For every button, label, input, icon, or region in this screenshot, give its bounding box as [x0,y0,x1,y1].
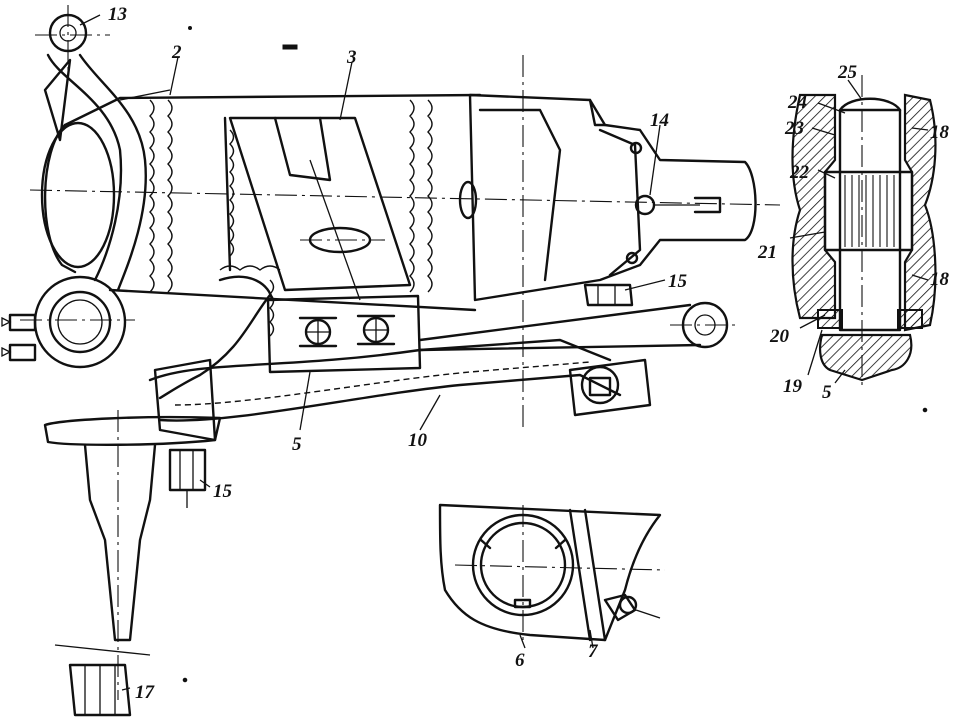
lower-eye-bushing [1,275,135,369]
label-24: 24 [787,92,807,113]
weld-seams [149,99,433,337]
main-axis-centerline [29,189,781,206]
main-view [1,5,781,717]
thread-lines [844,175,895,247]
hose-bend [218,275,274,302]
label-13: 13 [108,4,127,25]
label-19: 19 [783,376,803,397]
label-15-lower: 15 [213,481,233,502]
label-15-upper: 15 [668,271,688,292]
stray-mark [282,44,298,50]
label-14: 14 [650,110,669,131]
label-18-upper: 18 [930,122,950,143]
section-leaders [789,79,929,384]
part-labels: 13 2 3 14 15 5 10 15 17 6 7 25 24 23 18 … [108,4,950,703]
lower-control-arm [148,338,652,422]
stray-dot-right [922,407,928,413]
label-23: 23 [784,118,804,139]
label-25: 25 [837,62,858,83]
steering-knuckle [43,358,222,717]
label-20: 20 [769,326,790,347]
label-18-lower: 18 [930,269,950,290]
label-2: 2 [171,42,182,63]
gear-housing [458,93,757,302]
upper-lever [35,5,147,292]
castle-nut-upper [583,283,634,307]
label-5-section: 5 [822,382,832,403]
brake-hose [158,293,272,400]
steering-arm [418,301,740,352]
leader-lines [79,14,666,691]
mounting-plate [266,294,422,374]
label-21: 21 [757,242,777,263]
stray-dot [188,26,192,30]
label-5-main: 5 [292,434,302,455]
stray-dot-bottom [182,677,188,683]
label-22: 22 [789,162,810,183]
label-6: 6 [515,650,525,671]
label-17: 17 [135,682,156,703]
label-10: 10 [408,430,428,451]
ball-joint-section [789,75,937,385]
label-3: 3 [346,47,357,68]
label-7: 7 [588,641,599,662]
adjuster-detail-view [438,503,666,642]
bracket [223,116,412,301]
